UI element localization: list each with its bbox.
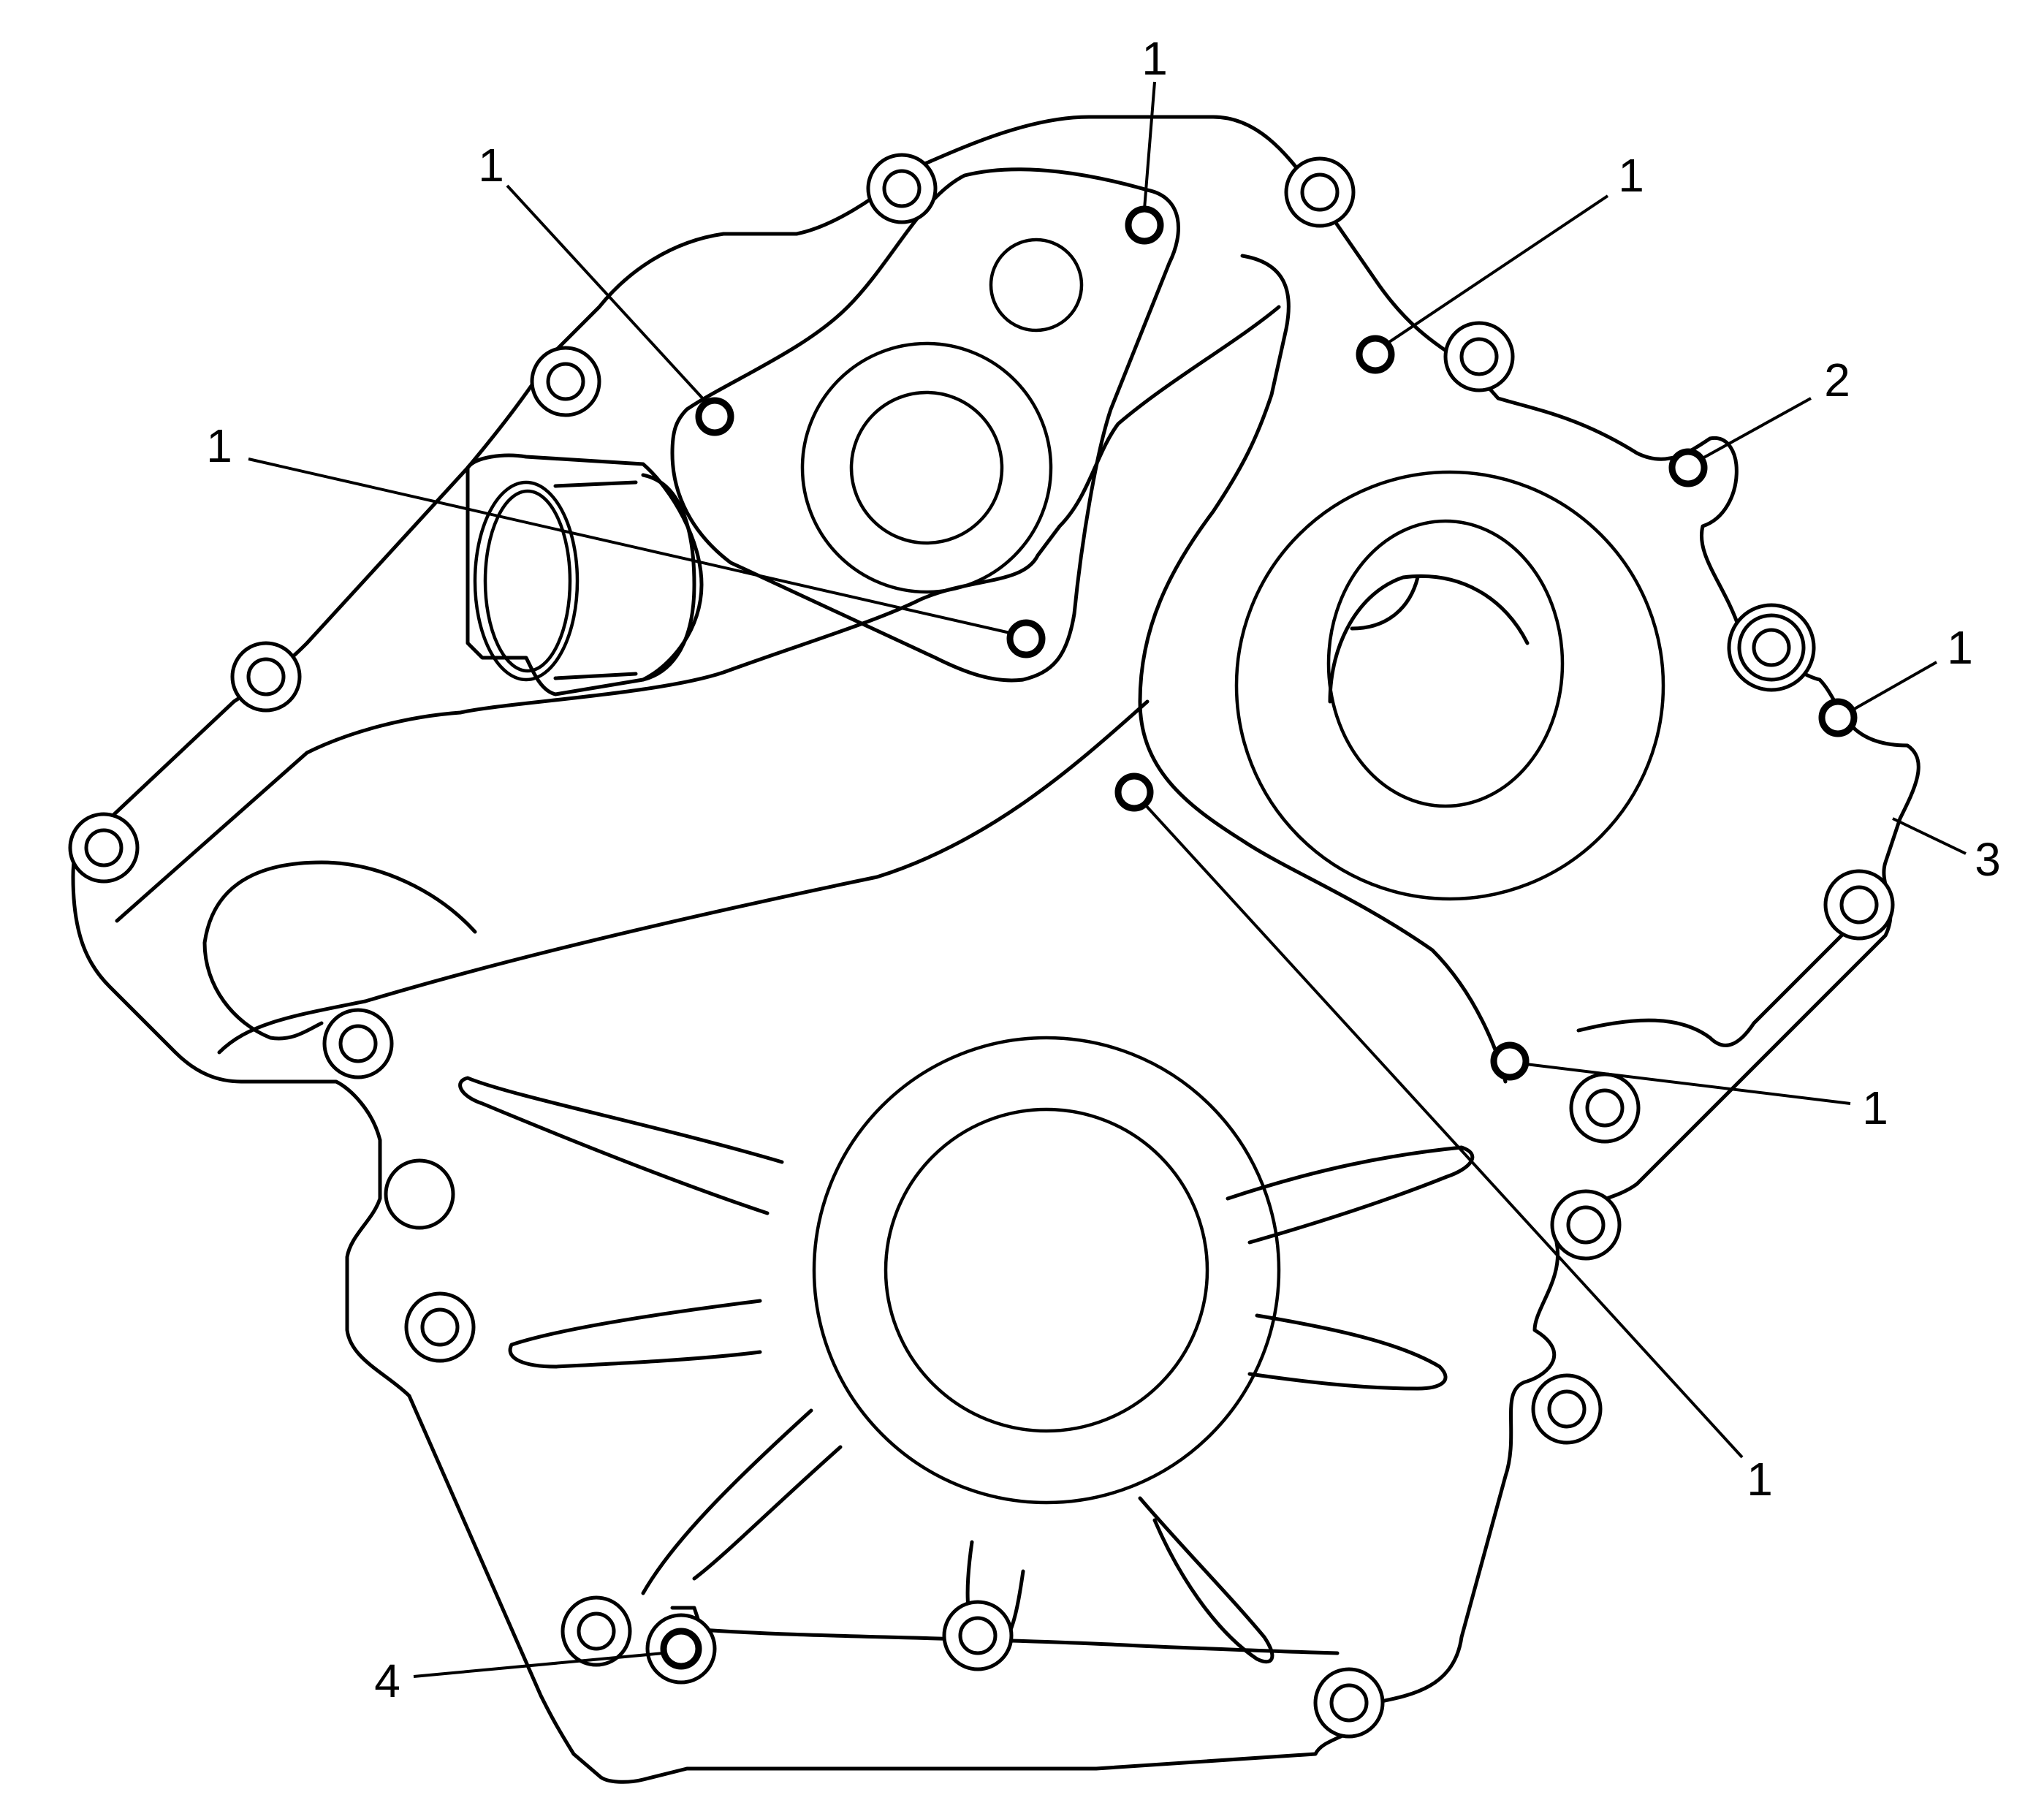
rib-upper-right [1226,1145,1475,1245]
outlet-rim-inner [483,489,572,673]
rib-right [1247,1313,1448,1391]
callout-label-1: 1 [206,419,232,472]
hole-4 [660,1628,702,1670]
callout-label-1: 1 [1141,32,1168,85]
callout-label-3: 3 [1975,833,2001,886]
bottom-rail [670,1606,1340,1655]
cam-bore-outer [1234,470,1665,901]
cam-bore-inner [1326,519,1565,808]
inner-web [202,860,477,1041]
hole-1c [1356,335,1395,374]
crank-bore-inner [884,1107,1209,1433]
callout-label-1: 1 [1618,149,1644,202]
camshaft-boss [1138,254,1508,1084]
gasket-line-upper [115,305,1281,923]
water-pump-plate [670,167,1180,683]
outlet-housing [466,453,704,696]
pump-bore-outer [800,341,1053,594]
rib-upper-left [458,1076,784,1215]
cam-bore-step [1328,574,1530,704]
callout-holes [660,205,1858,1670]
outlet-rim-outer [473,480,580,682]
gasket-line-lower [217,699,1150,1055]
small-port [989,238,1084,333]
rib-lower-left [641,1408,843,1595]
callout-label-2: 2 [1824,354,1850,406]
callout-label-1: 1 [1947,621,1973,674]
callout-label-1: 1 [1747,1453,1773,1506]
rib-left [508,1299,762,1369]
cover-outline [71,115,1920,1784]
hole-1f [1490,1041,1530,1081]
right-web [1576,904,1873,1047]
pump-bore-inner [849,390,1004,545]
callout-label-4: 4 [374,1655,400,1707]
bolt-bosses [68,153,1895,1739]
hole-1d [1006,619,1046,658]
outlet-neck [553,480,638,680]
callout-label-1: 1 [1862,1082,1888,1134]
outlet-flange [641,473,696,682]
leader-lines [248,81,1967,1678]
callout-label-1: 1 [478,139,504,191]
hole-1e [1818,698,1858,737]
crank-bore-outer [812,1036,1281,1505]
hole-1g [1114,772,1154,812]
hole-2 [1668,448,1708,487]
hole-1a [1125,205,1164,245]
hole-1b [695,397,734,436]
rib-lower-right [1138,1496,1274,1664]
